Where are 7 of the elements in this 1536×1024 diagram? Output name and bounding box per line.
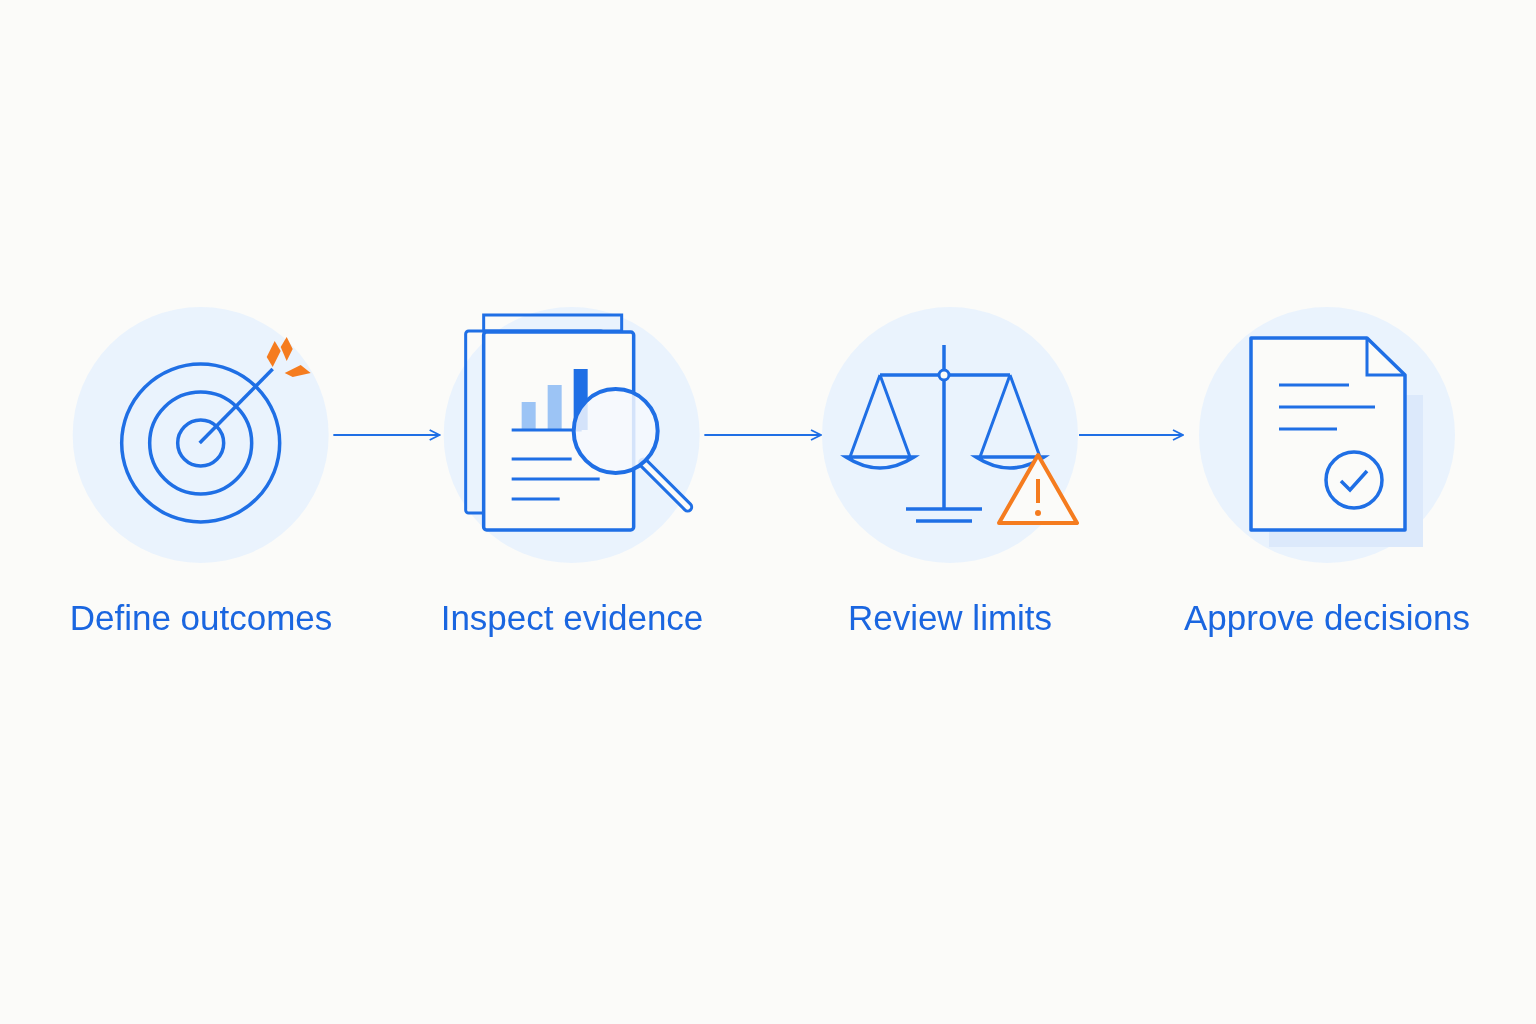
step-label: Define outcomes — [69, 597, 333, 639]
step-label: Review limits — [847, 597, 1053, 639]
step-label: Inspect evidence — [440, 597, 704, 639]
arrow — [332, 429, 441, 441]
arrow — [703, 429, 822, 441]
step-label: Approve decisions — [1184, 597, 1470, 639]
arrow — [1078, 429, 1184, 441]
